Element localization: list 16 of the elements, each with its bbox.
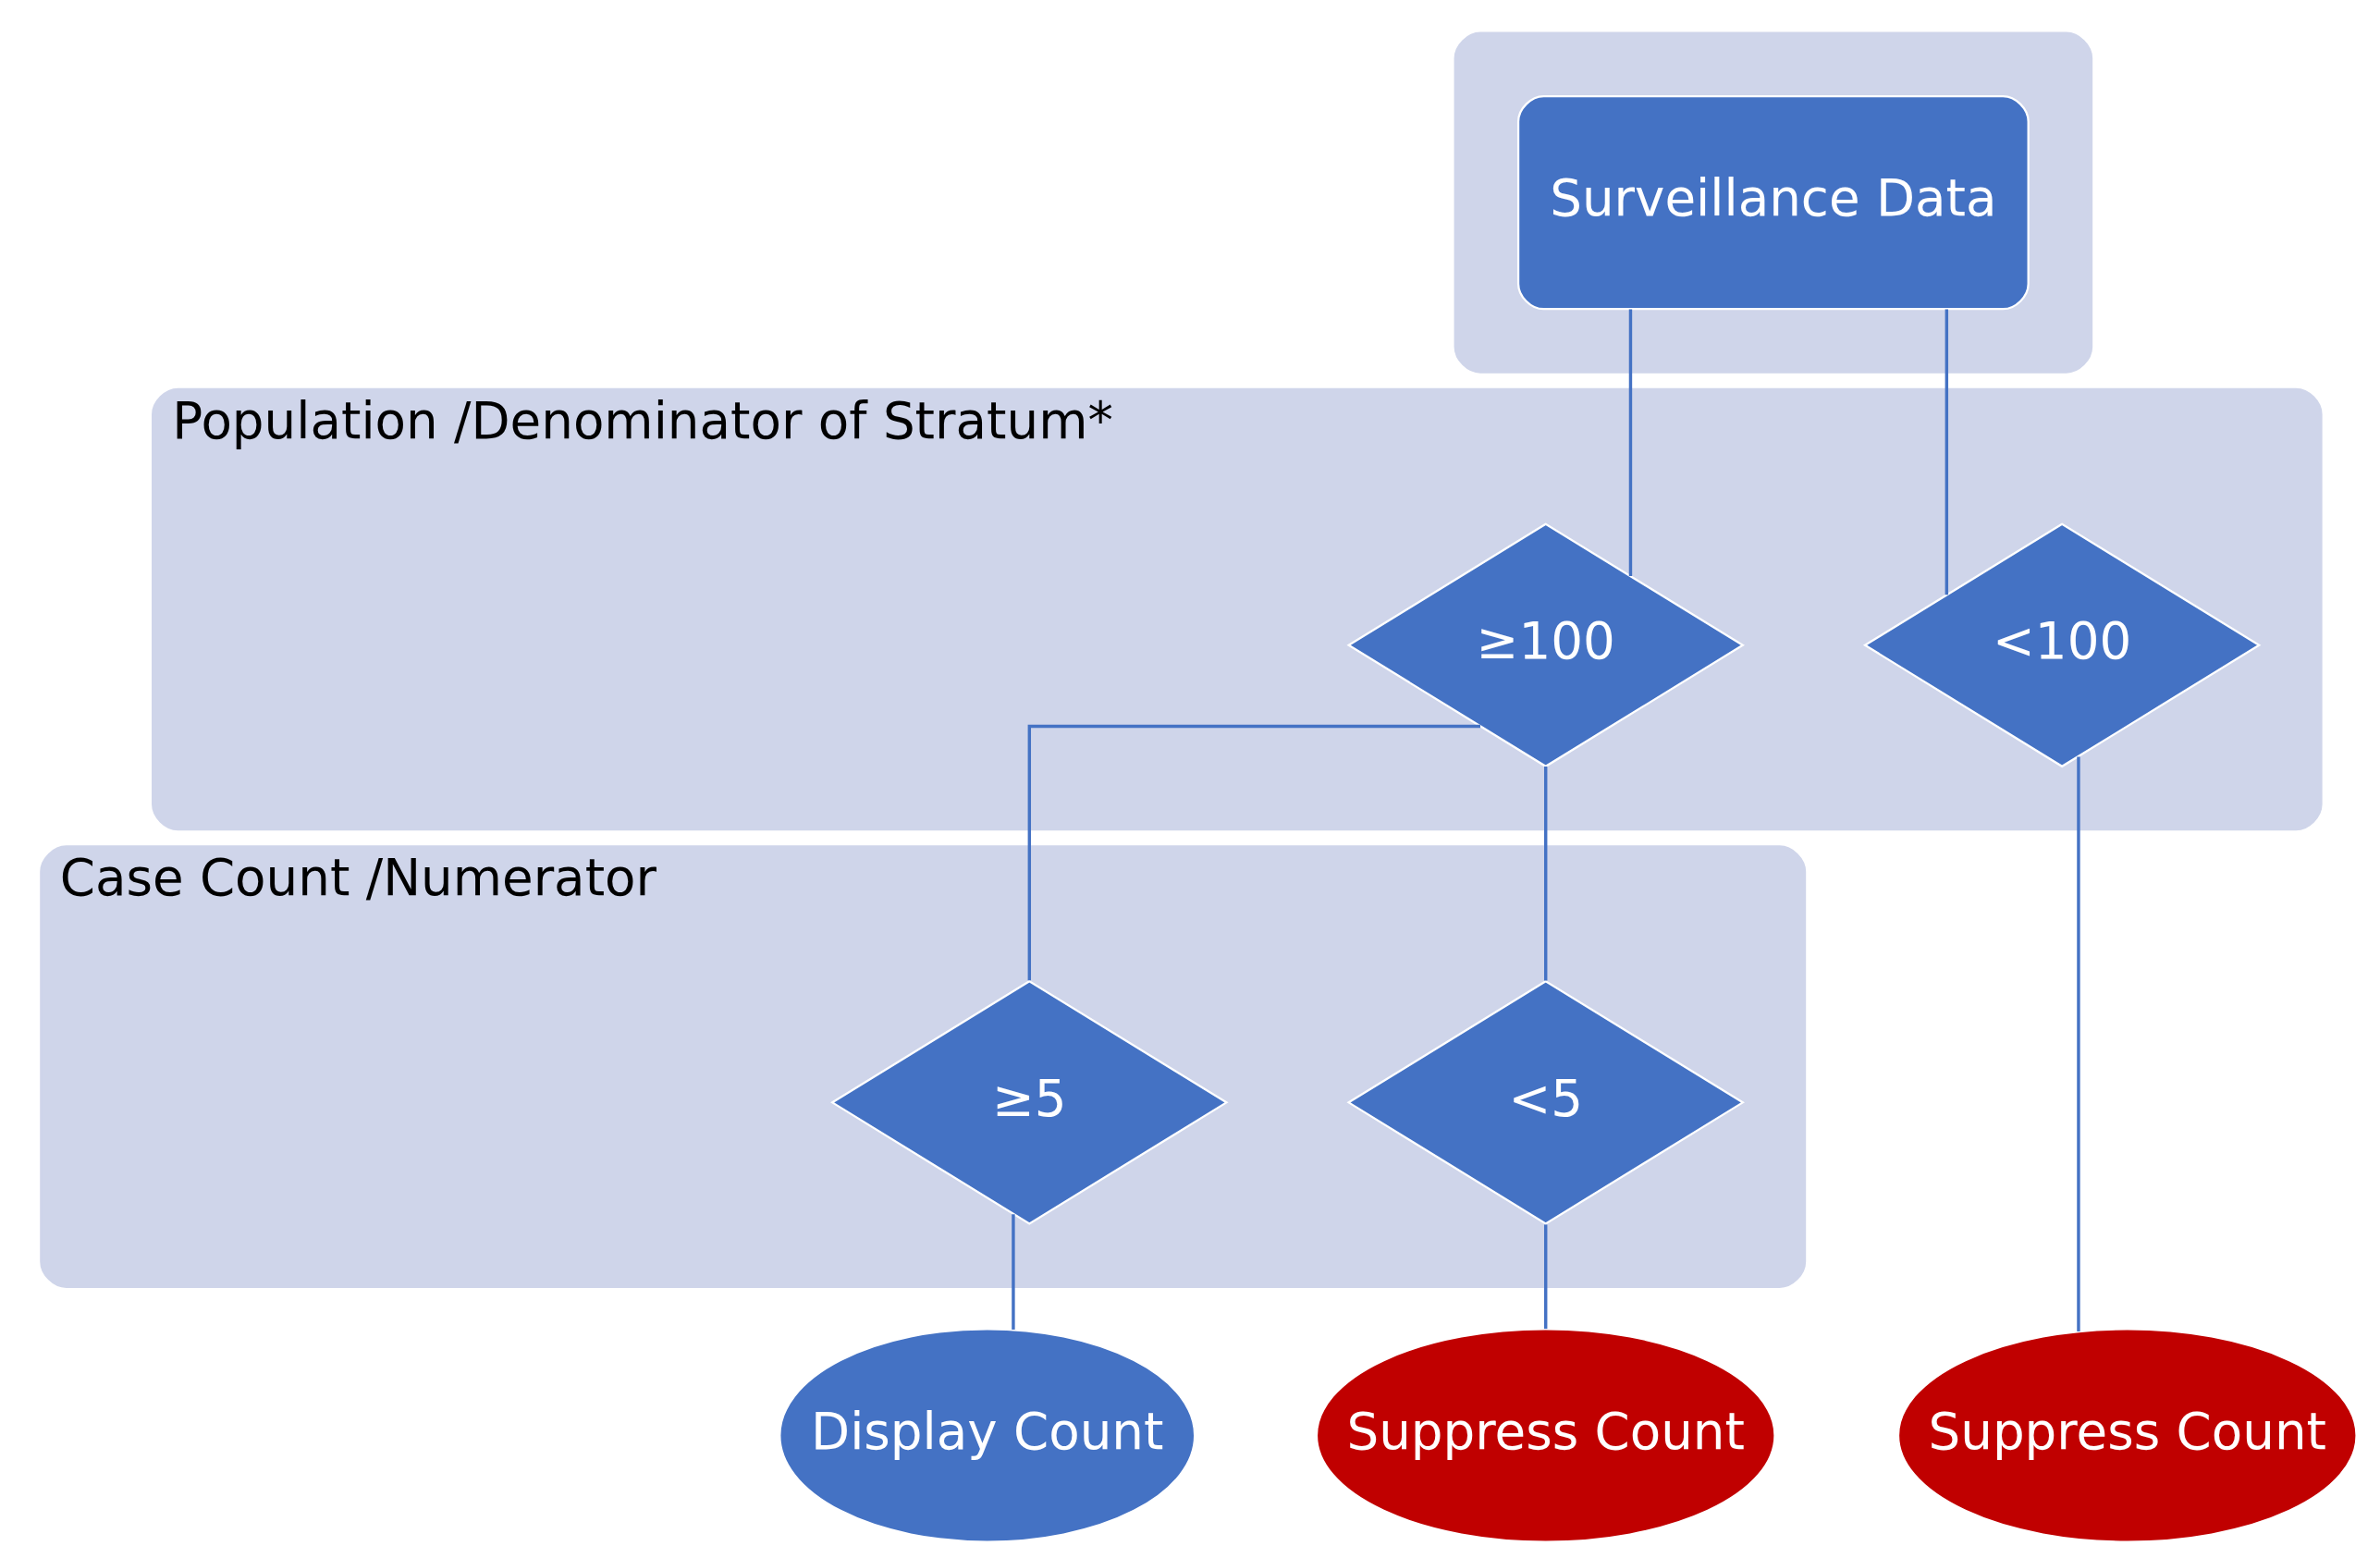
connector — [1543, 1224, 1547, 1330]
node-ellipse: Display Count — [778, 1328, 1196, 1543]
connector — [2076, 756, 2080, 1331]
node-ellipse: Suppress Count — [1896, 1328, 2358, 1543]
connector — [1944, 309, 1948, 595]
node-diamond: ≥5 — [829, 979, 1229, 1225]
connector — [1543, 767, 1547, 981]
connector — [1011, 1214, 1015, 1330]
connector — [1628, 309, 1632, 576]
connector — [1027, 724, 1480, 981]
node-box: Surveillance Data — [1516, 94, 2030, 311]
node-diamond: ≥100 — [1345, 522, 1745, 768]
node-diamond: <5 — [1345, 979, 1745, 1225]
cluster — [1454, 31, 2092, 374]
node-diamond: <100 — [1862, 522, 2261, 768]
node-ellipse: Suppress Count — [1315, 1328, 1776, 1543]
